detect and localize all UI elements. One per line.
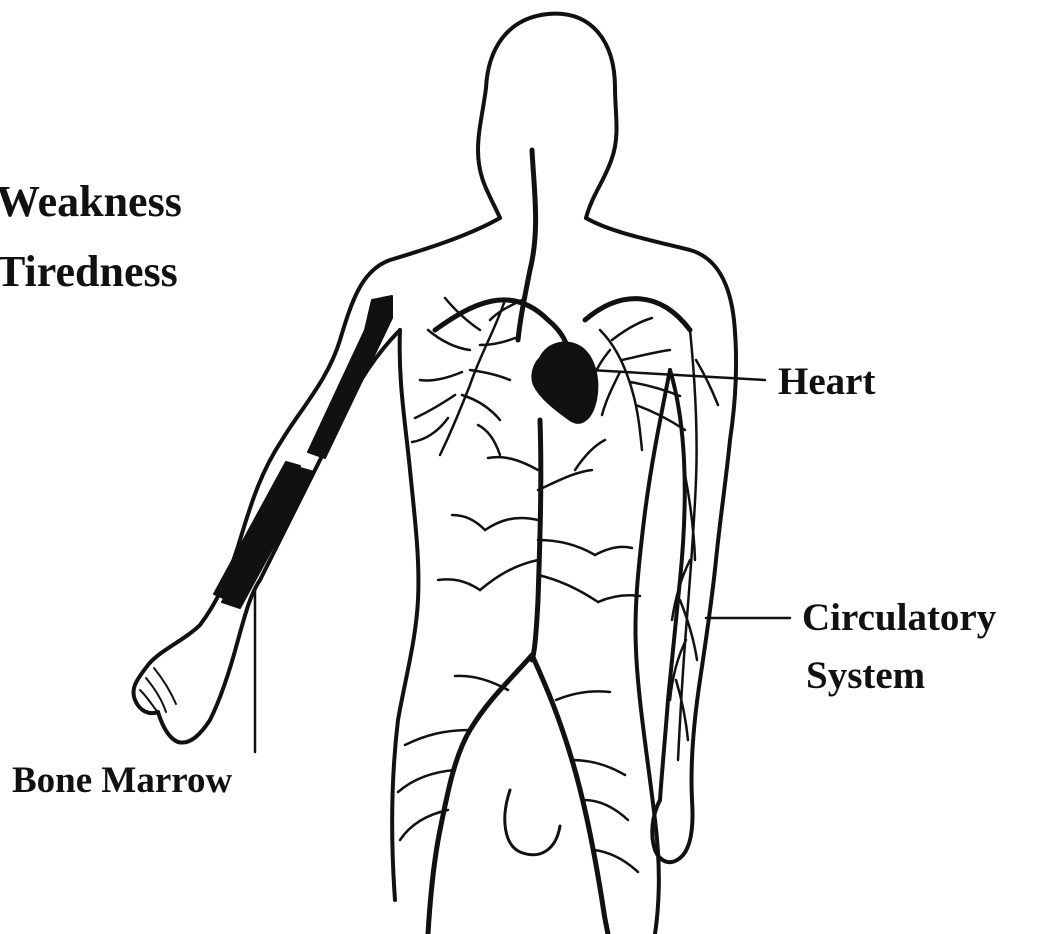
symptom-tiredness: Tiredness	[0, 250, 178, 294]
bone-marrow-label: Bone Marrow	[12, 762, 232, 799]
heart-shape	[532, 343, 597, 423]
arm-bones	[214, 296, 392, 608]
symptom-weakness: Weakness	[0, 180, 182, 224]
heart-label: Heart	[778, 362, 875, 401]
circulatory-label-line2: System	[806, 656, 925, 695]
circulatory-label-line1: Circulatory	[802, 598, 996, 637]
